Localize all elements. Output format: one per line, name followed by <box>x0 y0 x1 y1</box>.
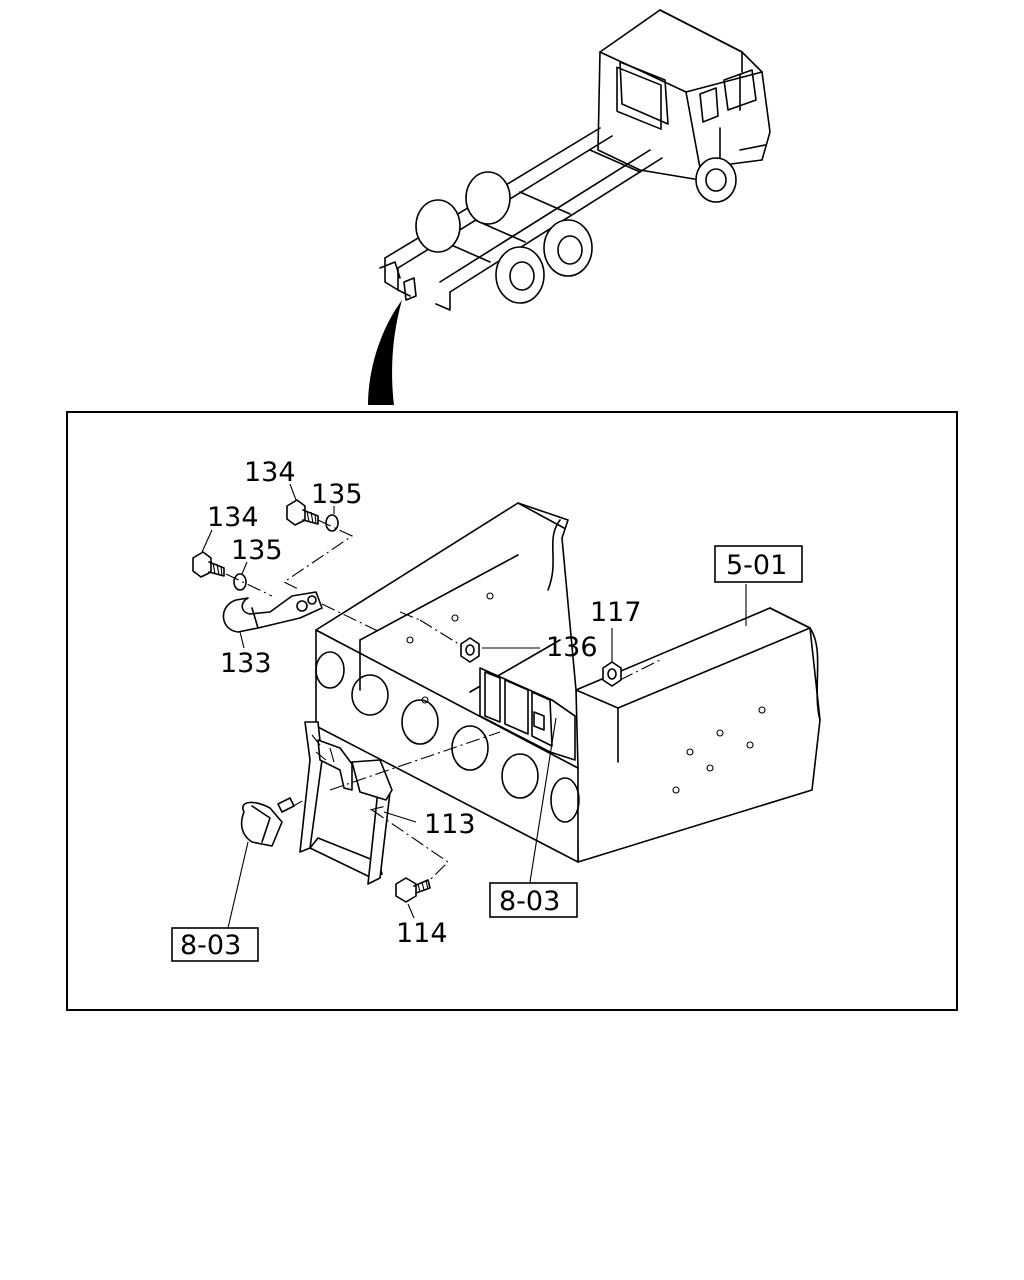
label-136: 136 <box>546 632 598 663</box>
label-114: 114 <box>396 918 448 949</box>
label-117: 117 <box>590 597 642 628</box>
frame-rail-detail <box>315 502 821 863</box>
bracket-113 <box>299 721 393 885</box>
truck-overview <box>368 9 771 405</box>
label-133: 133 <box>220 648 272 679</box>
label-135-upper: 135 <box>311 479 363 510</box>
ref-box-8-03-right[interactable]: 8-03 <box>489 882 578 918</box>
leader-lines <box>201 483 747 929</box>
label-113: 113 <box>424 809 476 840</box>
label-134-upper: 134 <box>244 457 296 488</box>
detail-frame <box>66 411 958 1011</box>
bolt-114 <box>395 877 431 903</box>
bolt-134-lower <box>192 551 225 578</box>
washer-135-lower <box>233 573 247 591</box>
nut-136 <box>460 637 480 663</box>
nut-117 <box>602 661 622 687</box>
label-135-lower: 135 <box>231 535 283 566</box>
label-134-lower: 134 <box>207 502 259 533</box>
marker-lamp <box>240 797 295 847</box>
ref-label-8-03-left: 8-03 <box>180 930 241 961</box>
ref-box-5-01[interactable]: 5-01 <box>714 545 803 583</box>
ref-label-8-03-right: 8-03 <box>499 886 560 917</box>
ref-box-8-03-left[interactable]: 8-03 <box>171 927 259 962</box>
tow-hook-133 <box>222 591 323 633</box>
washer-135-upper <box>325 514 339 532</box>
ref-label-5-01: 5-01 <box>726 550 787 581</box>
